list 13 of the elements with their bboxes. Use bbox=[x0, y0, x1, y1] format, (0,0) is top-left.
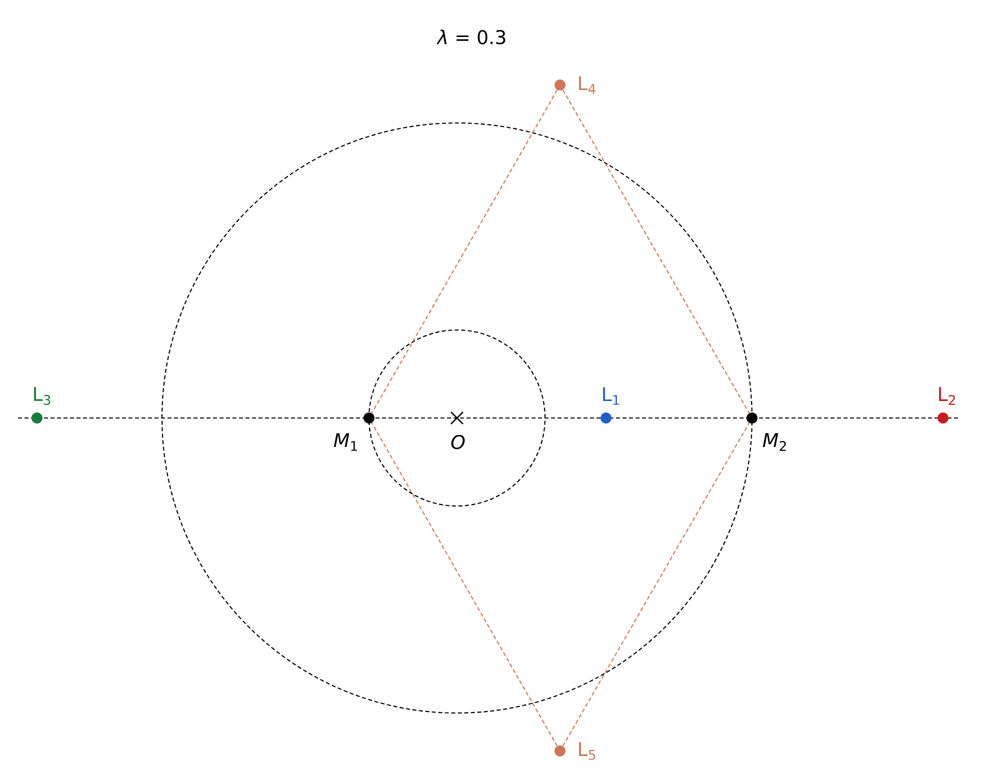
connector-line bbox=[371, 422, 558, 746]
point-label: L$_{1}$ bbox=[603, 387, 620, 405]
connector-line bbox=[371, 90, 558, 414]
point-label: L$_{3}$ bbox=[34, 387, 50, 405]
point-label: L$_{2}$ bbox=[939, 387, 955, 405]
connector-line bbox=[562, 90, 750, 414]
title: λ = 0.3 bbox=[436, 30, 506, 44]
connector-line bbox=[562, 422, 750, 746]
point-label: L$_{5}$ bbox=[579, 742, 596, 760]
point-label: O bbox=[451, 434, 465, 450]
point-label: M$_{2}$ bbox=[762, 433, 786, 451]
point-label: M$_{1}$ bbox=[334, 433, 357, 451]
point-label: L$_{4}$ bbox=[579, 76, 596, 94]
